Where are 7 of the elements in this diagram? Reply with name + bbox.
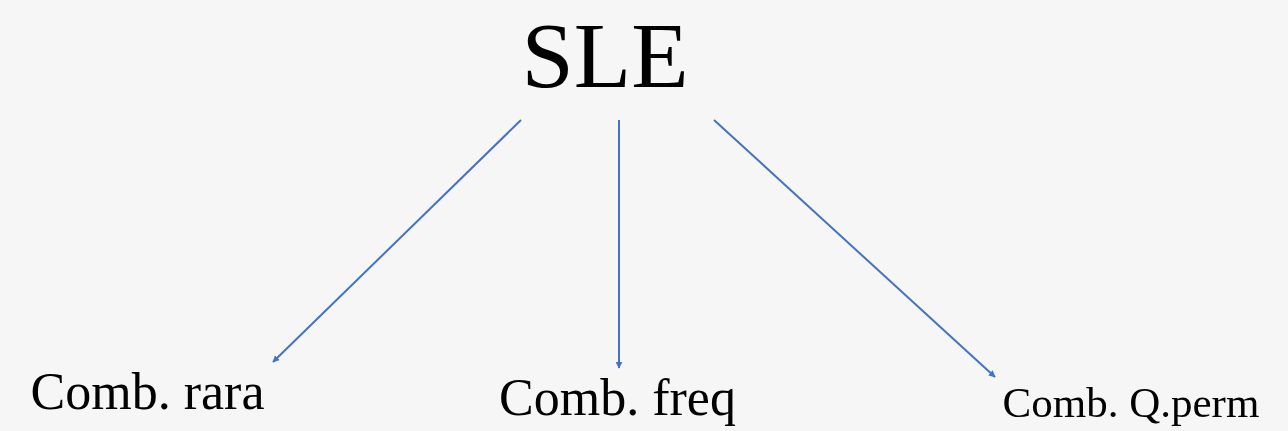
node-label: Comb. freq bbox=[480, 372, 755, 430]
arrow bbox=[272, 119, 522, 363]
arrow bbox=[615, 119, 623, 369]
node-label: Comb. Q.perm bbox=[978, 381, 1284, 427]
arrow bbox=[713, 119, 996, 378]
node-label: Comb. rara bbox=[10, 366, 285, 424]
title-text: SLE bbox=[505, 8, 705, 120]
